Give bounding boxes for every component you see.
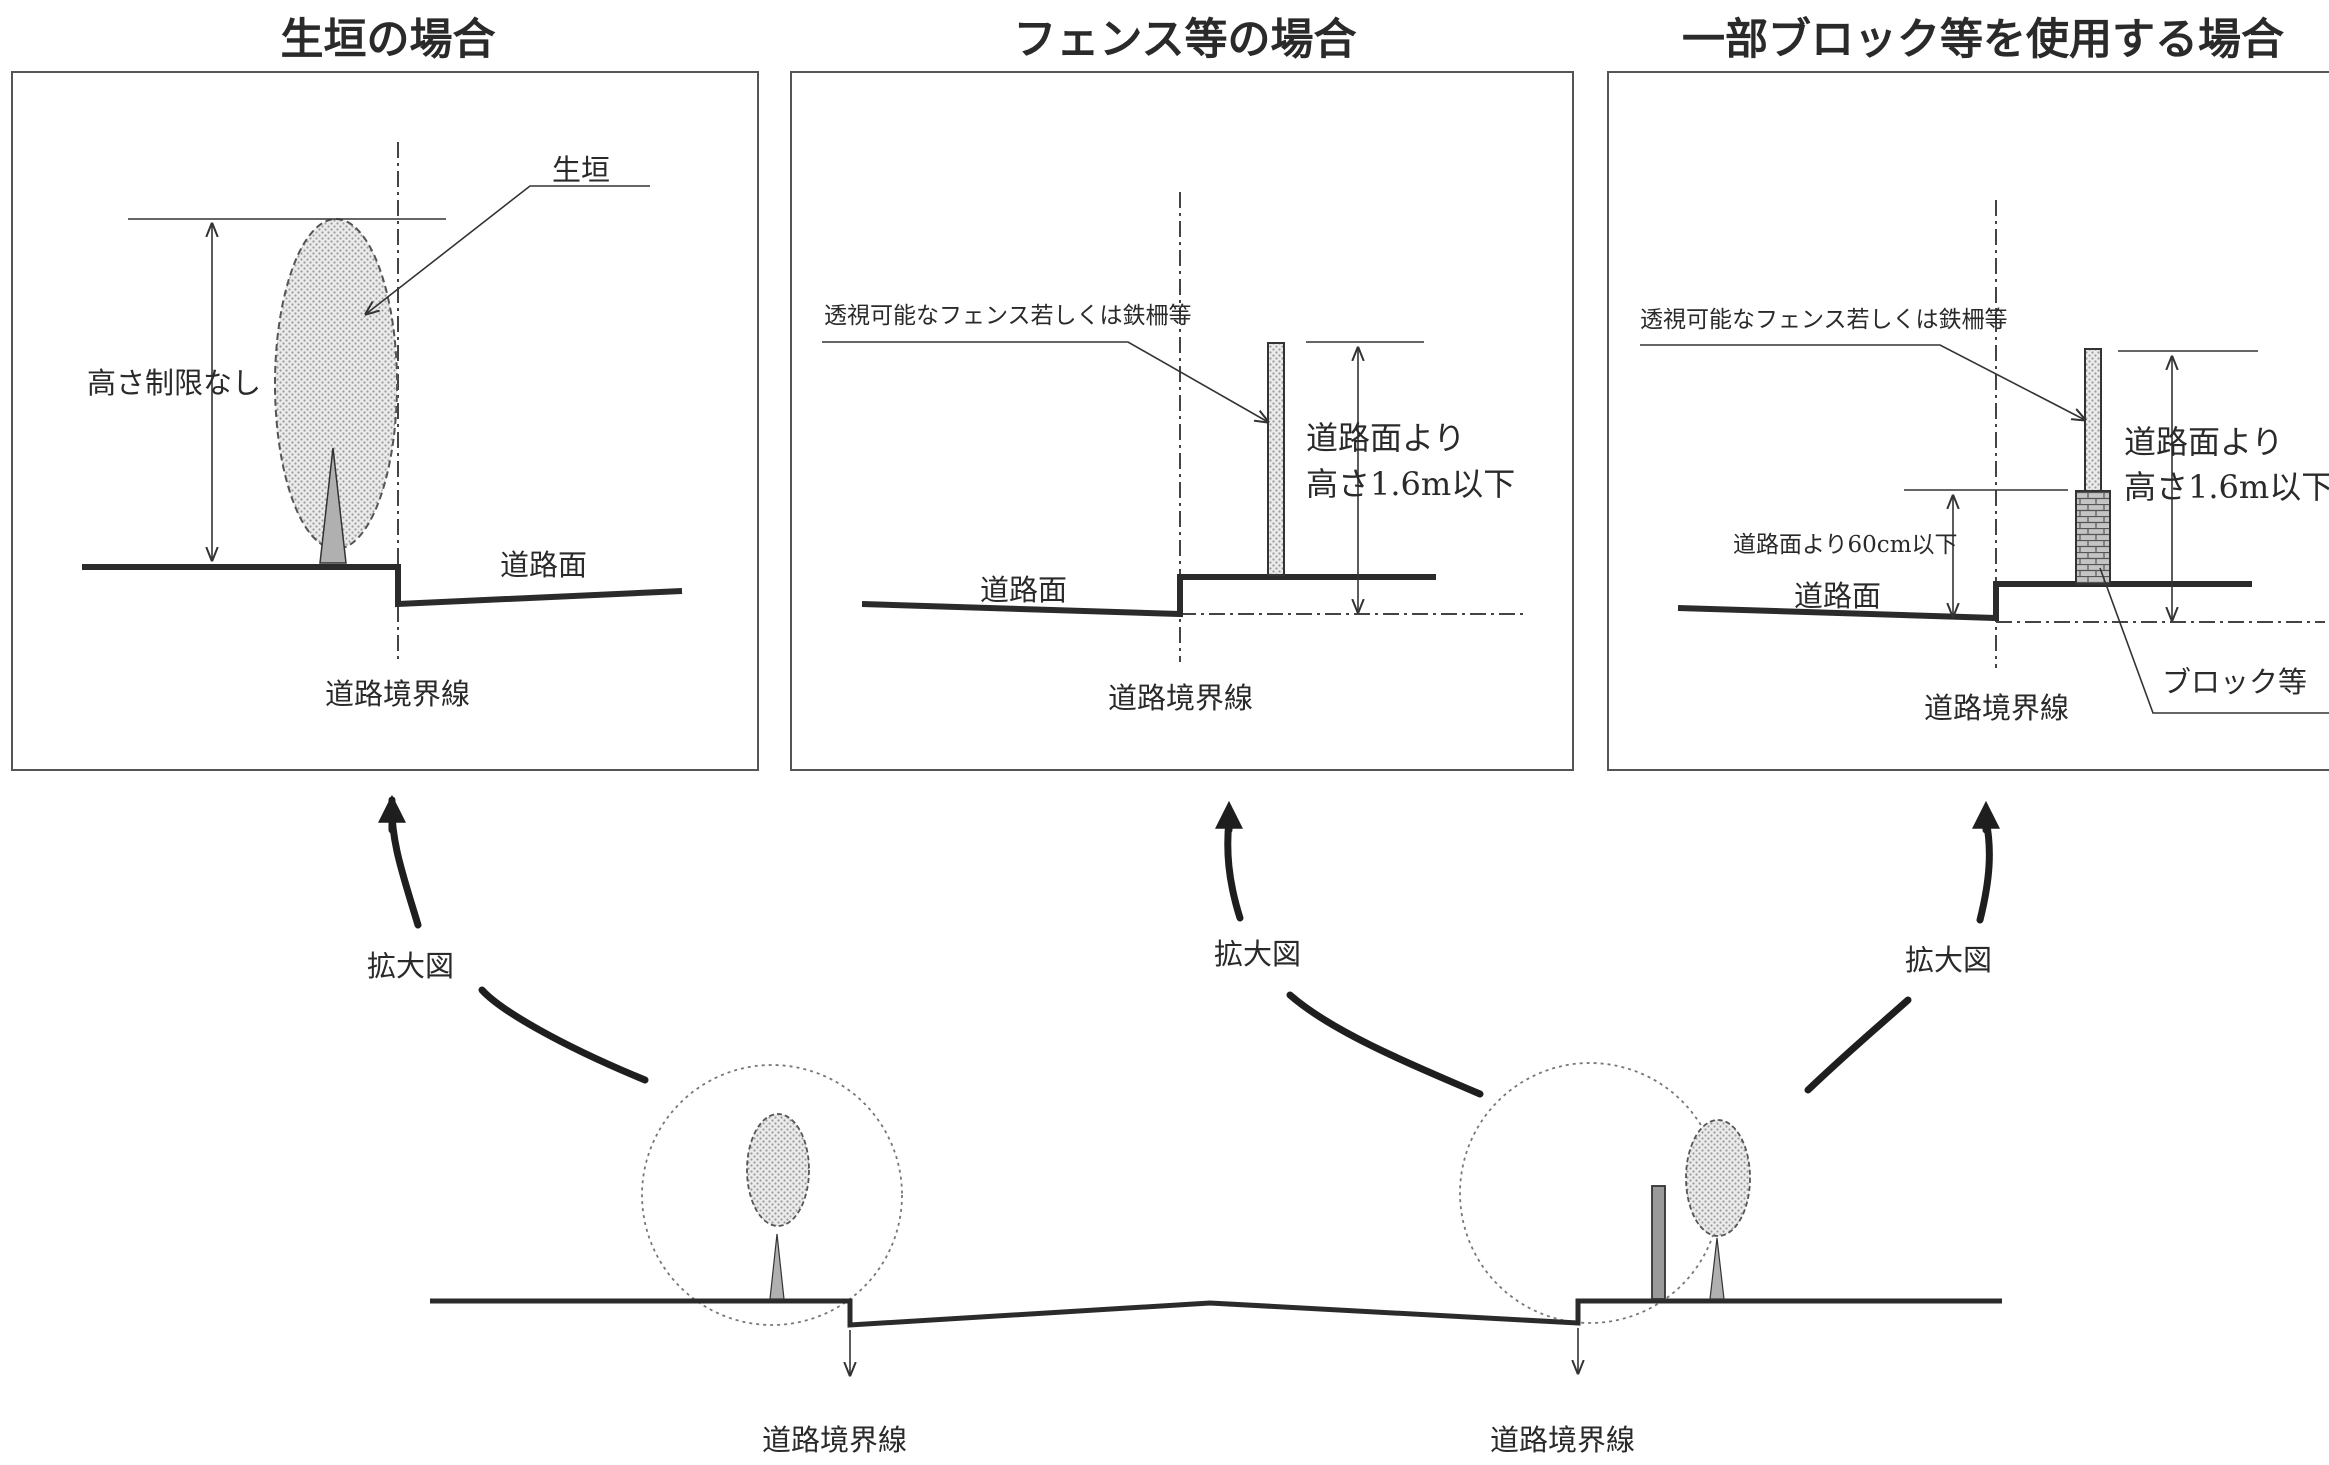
panel-title-block: 一部ブロック等を使用する場合 — [1682, 15, 2284, 65]
height-label-line2: 高さ1.6m以下 — [2124, 468, 2329, 506]
panel-frame-block — [1607, 71, 2329, 771]
ground-line — [1677, 581, 2252, 622]
boundary-label: 道路境界線 — [1108, 681, 1253, 715]
road-surface-label: 道路面 — [980, 573, 1067, 607]
overview-hedge-trunk-right — [1709, 1237, 1725, 1300]
enlarge-arrow-lower-right — [1976, 816, 1993, 924]
boundary-label: 道路境界線 — [1924, 691, 2069, 725]
magnify-circle-left — [641, 1064, 903, 1326]
panel-block: 一部ブロック等を使用する場合 道路面より 高さ1.6m以下 道路面より60cm以… — [1607, 15, 2329, 771]
overview-hedge-foliage — [746, 1113, 810, 1227]
magnify-circle-right — [1459, 1062, 1721, 1324]
overview-section: 道路境界線 道路境界線 — [430, 1062, 2002, 1457]
height-label-line1: 道路面より — [2124, 423, 2283, 461]
ground-line — [82, 564, 683, 608]
overview-boundary-label-left: 道路境界線 — [762, 1423, 907, 1457]
block-label: ブロック等 — [2162, 665, 2307, 699]
block-height-label: 道路面より60cm以下 — [1733, 532, 1958, 558]
enlarge-label-2: 拡大図 — [1214, 937, 1301, 971]
road-surface-label: 道路面 — [1794, 579, 1881, 613]
panel-title-hedge: 生垣の場合 — [281, 15, 496, 65]
road-surface-label: 道路面 — [500, 548, 587, 582]
hedge-trunk — [319, 447, 347, 564]
hedge-label: 生垣 — [552, 153, 610, 187]
enlarge-label-3: 拡大図 — [1905, 943, 1992, 977]
block-leader-line — [2099, 567, 2329, 714]
panel-hedge: 生垣の場合 高さ制限なし 生垣 道路面 道路境界線 — [11, 15, 759, 771]
enlarge-arrow-lower-left — [388, 796, 422, 929]
enlarge-arrow-upper-right — [1804, 996, 1912, 1094]
ground-line — [861, 574, 1436, 618]
enlarge-arrow-lower-mid — [1224, 816, 1244, 922]
boundary-label: 道路境界線 — [325, 677, 470, 711]
fence-post — [2084, 348, 2102, 492]
fence-leader-line — [822, 341, 1268, 422]
overview-fence-post — [1651, 1185, 1666, 1300]
height-label-line1: 道路面より — [1306, 419, 1465, 457]
overview-ground-line — [430, 1298, 2002, 1328]
fence-label: 透視可能なフェンス若しくは鉄柵等 — [1640, 307, 2008, 333]
overview-hedge-trunk — [769, 1233, 785, 1300]
enlarge-arrows: 拡大図 拡大図 拡大図 — [367, 794, 2000, 1098]
enlarge-label-1: 拡大図 — [367, 949, 454, 983]
height-label: 高さ制限なし — [87, 366, 261, 400]
panel-frame-fence — [790, 71, 1574, 771]
overview-boundary-label-right: 道路境界線 — [1490, 1423, 1635, 1457]
panel-title-fence: フェンス等の場合 — [1013, 15, 1356, 65]
fence-post — [1267, 342, 1285, 576]
hedge-leader-line — [366, 185, 650, 314]
overview-hedge-foliage-right — [1685, 1119, 1751, 1237]
block-wall — [2075, 490, 2111, 585]
fence-label: 透視可能なフェンス若しくは鉄柵等 — [824, 303, 1192, 329]
panel-fence: フェンス等の場合 道路面より 高さ1.6m以下 透視可能なフェンス若しくは鉄柵等… — [790, 15, 1574, 771]
enlarge-arrow-upper-left — [478, 986, 649, 1084]
fence-leader-line — [1640, 344, 2085, 420]
enlarge-arrow-upper-mid — [1286, 991, 1484, 1098]
height-label-line2: 高さ1.6m以下 — [1306, 465, 1515, 503]
